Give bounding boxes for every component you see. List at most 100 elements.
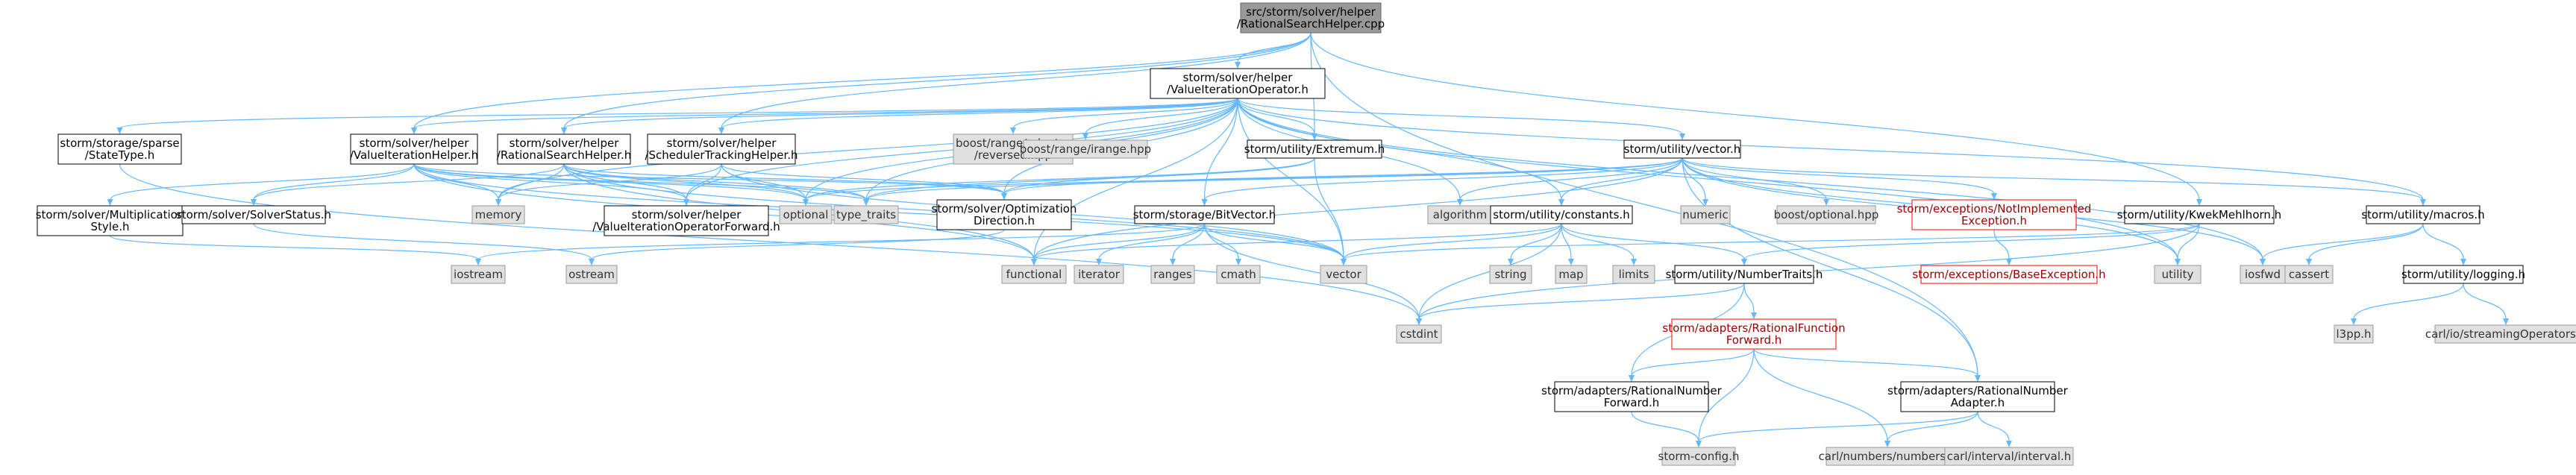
node-label: algorithm bbox=[1433, 208, 1487, 221]
node-label: storm/solver/helper bbox=[632, 208, 742, 221]
node-label: /ValueIterationHelper.h bbox=[350, 148, 478, 162]
node-numtraits[interactable]: storm/utility/NumberTraits.h bbox=[1666, 265, 1823, 284]
node-label: storm/solver/helper bbox=[1183, 71, 1294, 84]
node-cmath: cmath bbox=[1216, 265, 1261, 284]
edge-line bbox=[2177, 223, 2200, 260]
node-label: storm/utility/KwekMehlhorn.h bbox=[2117, 208, 2281, 221]
node-label: storm/adapters/RationalNumber bbox=[1541, 384, 1722, 397]
dependency-edge bbox=[1561, 223, 1747, 265]
node-baseexc[interactable]: storm/exceptions/BaseException.h bbox=[1912, 265, 2106, 284]
node-box bbox=[953, 133, 1074, 165]
edge-line bbox=[109, 235, 479, 260]
dependency-edge bbox=[563, 163, 689, 206]
node-rsh[interactable]: storm/solver/helper/RationalSearchHelper… bbox=[497, 133, 631, 165]
node-label: l3pp.h bbox=[2336, 327, 2371, 341]
node-kwek[interactable]: storm/utility/KwekMehlhorn.h bbox=[2117, 205, 2281, 224]
node-box bbox=[451, 265, 506, 284]
edge-arrowhead bbox=[803, 199, 809, 206]
edge-line bbox=[1203, 223, 1420, 320]
node-statetype[interactable]: storm/storage/sparse/StateType.h bbox=[57, 133, 182, 165]
dependency-edge bbox=[1696, 411, 1978, 447]
node-label: storm/solver/helper bbox=[667, 136, 777, 150]
dependency-edge bbox=[1561, 223, 1637, 265]
edge-line bbox=[1033, 223, 1206, 260]
dependency-edge bbox=[1753, 348, 1890, 447]
dependency-edge bbox=[119, 163, 1422, 325]
edge-line bbox=[1172, 223, 1206, 260]
node-bitvector[interactable]: storm/storage/BitVector.h bbox=[1133, 205, 1276, 224]
edge-line bbox=[1753, 348, 1978, 377]
node-solverstatus[interactable]: storm/solver/SolverStatus.h bbox=[176, 205, 331, 224]
node-layer: src/storm/solver/helper/RationalSearchHe… bbox=[36, 2, 2576, 466]
node-macros[interactable]: storm/utility/macros.h bbox=[2361, 205, 2485, 224]
edge-line bbox=[1977, 411, 2010, 442]
node-label: Style.h bbox=[91, 220, 130, 233]
node-box bbox=[1826, 447, 1949, 466]
dependency-edge bbox=[1884, 411, 1978, 447]
node-optional: optional bbox=[779, 205, 833, 224]
node-numeric: numeric bbox=[1680, 205, 1731, 224]
edge-arrowhead bbox=[1702, 199, 1708, 206]
node-vih[interactable]: storm/solver/helper/ValueIterationHelper… bbox=[350, 133, 478, 165]
edge-arrowhead bbox=[2351, 318, 2357, 325]
node-label: storm/solver/Optimization bbox=[932, 202, 1077, 216]
node-label: iosfwd bbox=[2245, 268, 2281, 281]
node-box bbox=[1247, 139, 1382, 159]
node-box bbox=[1150, 265, 1195, 284]
node-limits: limits bbox=[1612, 265, 1655, 284]
node-vio[interactable]: storm/solver/helper/ValueIterationOperat… bbox=[1150, 68, 1326, 99]
node-ostream: ostream bbox=[565, 265, 618, 284]
node-l3pp: l3pp.h bbox=[2334, 324, 2374, 344]
node-root[interactable]: src/storm/solver/helper/RationalSearchHe… bbox=[1237, 2, 1385, 34]
edge-line bbox=[1033, 157, 1683, 260]
edge-arrowhead bbox=[1679, 133, 1685, 140]
dependency-edge bbox=[2422, 223, 2466, 265]
node-vector_h[interactable]: storm/utility/vector.h bbox=[1623, 139, 1741, 159]
edge-line bbox=[1003, 157, 1683, 195]
node-box bbox=[1555, 265, 1588, 284]
edge-arrowhead bbox=[2260, 259, 2266, 265]
node-label: map bbox=[1558, 268, 1583, 281]
edge-line bbox=[1237, 98, 1683, 135]
edge-line bbox=[498, 163, 722, 201]
node-box bbox=[647, 133, 796, 165]
node-logging[interactable]: storm/utility/logging.h bbox=[2401, 265, 2525, 284]
node-box bbox=[2124, 205, 2275, 224]
node-viofwd[interactable]: storm/solver/helper/ValueIterationOperat… bbox=[592, 205, 780, 236]
edge-line bbox=[413, 32, 1311, 129]
node-label: /RationalSearchHelper.cpp bbox=[1237, 17, 1385, 31]
node-notimpl[interactable]: storm/exceptions/NotImplementedException… bbox=[1897, 199, 2092, 230]
edge-line bbox=[1343, 223, 1562, 260]
node-label: type_traits bbox=[836, 208, 896, 222]
node-label: limits bbox=[1619, 268, 1649, 281]
node-box bbox=[1900, 381, 2055, 412]
node-label: optional bbox=[783, 208, 829, 221]
node-utility: utility bbox=[2154, 265, 2201, 284]
node-box bbox=[57, 133, 182, 165]
edge-arrowhead bbox=[107, 199, 113, 206]
node-box bbox=[2334, 324, 2374, 344]
edge-arrowhead bbox=[863, 199, 869, 206]
node-iosfwd: iosfwd bbox=[2240, 265, 2286, 284]
edge-line bbox=[1237, 98, 2424, 201]
edge-line bbox=[1314, 157, 1344, 260]
edge-arrowhead bbox=[1457, 199, 1463, 206]
node-sth[interactable]: storm/solver/helper/SchedulerTrackingHel… bbox=[645, 133, 798, 165]
dependency-edge bbox=[1629, 348, 1755, 382]
node-cassert: cassert bbox=[2284, 265, 2334, 284]
node-box bbox=[1680, 205, 1731, 224]
node-extremum[interactable]: storm/utility/Extremum.h bbox=[1244, 139, 1385, 159]
edge-line bbox=[721, 163, 1005, 195]
node-constants[interactable]: storm/utility/constants.h bbox=[1490, 205, 1633, 224]
edge-arrowhead bbox=[683, 199, 689, 206]
dependency-edge bbox=[1561, 223, 1574, 265]
edge-line bbox=[1098, 223, 1206, 260]
edge-line bbox=[1237, 32, 1311, 63]
edge-line bbox=[1682, 157, 1827, 201]
